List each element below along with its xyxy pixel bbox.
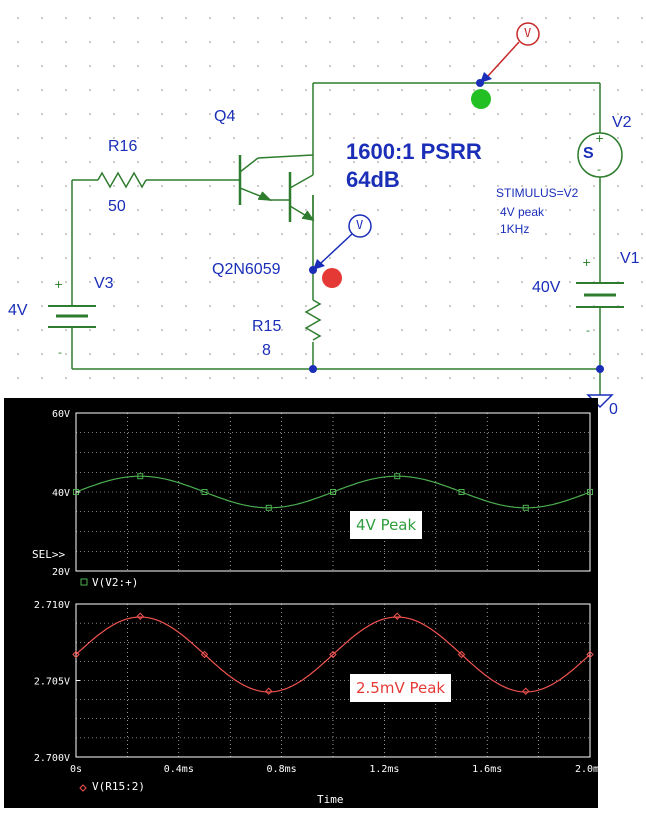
junction-dot (596, 365, 604, 373)
data-point (522, 504, 529, 511)
v1-plus-marker: + (582, 256, 592, 269)
resistor-r15-symbol (304, 299, 322, 341)
data-point (586, 650, 594, 659)
v2-stimulus-label: STIMULUS=V2 (496, 186, 579, 200)
annotation-top: 4V Peak (350, 511, 423, 539)
data-point (394, 473, 401, 480)
trace-markers-bottom (72, 612, 594, 695)
q4-ref-label: Q4 (214, 108, 236, 125)
x-tick-label: 1.2ms (369, 764, 399, 775)
y-tick-label: 60V (52, 409, 70, 420)
data-point (137, 473, 144, 480)
v2-frequency-label: 1KHz (500, 222, 530, 236)
r15-ref-label: R15 (252, 318, 282, 335)
data-point (201, 489, 208, 495)
v2-minus-marker: - (597, 163, 601, 176)
battery-v3-symbol (48, 305, 96, 328)
x-tick-label: 0s (70, 764, 82, 775)
probe-waveform-panel: 20V 40V 60V 2.700V 2.705V 2.710V 0s 0.4ms 0.8ms 1… (4, 398, 605, 808)
data-point (457, 650, 466, 659)
data-point (522, 687, 530, 695)
trace-r15-2 (75, 616, 591, 693)
probe-letter-output: V (356, 218, 364, 232)
ground-label: 0 (609, 401, 618, 418)
y-tick-label: 2.705V (34, 677, 70, 688)
y-tick-label: 2.700V (34, 753, 70, 764)
data-point (329, 650, 337, 659)
sel-marker[interactable]: SEL>> (32, 548, 65, 561)
legend-v2-plus[interactable]: V(V2:+) (92, 576, 138, 589)
y-tick-label: 20V (52, 567, 70, 578)
schematic-canvas: V V Q4 Q2N6059 R16 50 R15 8 V3 4V V1 40V… (0, 0, 646, 418)
legend-marker-bottom (79, 784, 87, 792)
data-point (458, 489, 465, 495)
trace-markers-top (73, 473, 593, 511)
probe-letter-input: V (524, 26, 532, 40)
probe-marker-input (480, 22, 540, 83)
data-point (265, 687, 273, 695)
q4-part-label: Q2N6059 (212, 261, 281, 278)
data-point (330, 489, 336, 495)
data-point (265, 504, 272, 511)
annotation-bottom: 2.5mV Peak (350, 674, 452, 702)
v2-source-letter: S (583, 145, 594, 162)
r16-ref-label: R16 (108, 138, 138, 155)
y-tick-label: 40V (52, 488, 70, 499)
v2-plus-marker: + (595, 132, 605, 145)
data-point (393, 612, 401, 620)
r15-value-label: 8 (262, 342, 271, 359)
x-tick-label: 0.4ms (164, 764, 194, 775)
legend-marker-top (80, 578, 88, 586)
v1-value-label: 40V (532, 279, 561, 296)
x-tick-label: 1.6ms (472, 764, 502, 775)
psrr-annotation-line2: 64dB (346, 167, 400, 192)
probe-marker-output (313, 214, 372, 270)
v1-minus-marker: - (586, 324, 590, 337)
probe-dot-output (322, 268, 342, 288)
junction-dot (309, 365, 317, 373)
v3-value-label: 4V (8, 302, 28, 319)
resistor-r16-symbol (97, 171, 147, 189)
legend-r15-2[interactable]: V(R15:2) (92, 780, 145, 793)
data-point (72, 650, 80, 659)
trace-v2-plus (75, 475, 591, 509)
data-point (587, 489, 593, 495)
data-point (200, 650, 209, 659)
v2-ref-label: V2 (612, 114, 632, 131)
grid-bottom (76, 604, 590, 757)
darlington-q4-symbol (238, 154, 315, 222)
y-tick-label: 2.710V (34, 600, 70, 611)
x-axis-title: Time (317, 793, 344, 806)
v1-ref-label: V1 (620, 250, 640, 267)
probe-dot-input (471, 89, 491, 109)
waveform-plot-area: 20V 40V 60V 2.700V 2.705V 2.710V 0s 0.4ms 0.8ms 1… (32, 409, 605, 806)
r16-value-label: 50 (108, 198, 126, 215)
v3-plus-marker: + (54, 278, 64, 291)
x-tick-label: 2.0ms (575, 764, 605, 775)
psrr-annotation-line1: 1600:1 PSRR (346, 139, 482, 164)
data-point (136, 612, 144, 620)
axis-tick-labels: 20V 40V 60V 2.700V 2.705V 2.710V 0s 0.4ms 0.8ms 1… (34, 409, 605, 775)
v3-ref-label: V3 (94, 275, 114, 292)
x-tick-label: 0.8ms (267, 764, 297, 775)
v2-amplitude-label: 4V peak (500, 205, 545, 219)
source-v2-symbol (577, 132, 623, 178)
battery-v1-symbol (576, 282, 624, 308)
v3-minus-marker: - (58, 346, 62, 359)
